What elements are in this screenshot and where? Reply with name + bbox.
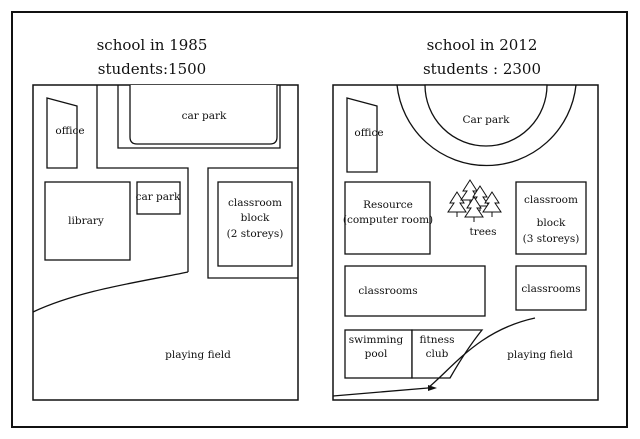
right-car-park (424, 84, 548, 147)
right-map-students: students : 2300 (423, 60, 541, 78)
left-road-line-2 (117, 85, 281, 149)
right-trees (447, 179, 502, 222)
left-classroom-block (217, 181, 293, 267)
right-classrooms-right-label: classrooms (521, 283, 580, 295)
left-classroom-block-line-3: (2 storeys) (227, 228, 284, 240)
left-road-line-3 (207, 167, 298, 279)
left-car-park-top (129, 85, 278, 145)
right-car-park-outer-arc (396, 84, 577, 167)
left-car-park-top-label: car park (182, 110, 227, 122)
right-resource-line-2: (computer room) (343, 214, 433, 226)
right-arrowhead (428, 385, 437, 391)
right-fitness-club-line-1: fitness (420, 334, 455, 346)
left-office (46, 97, 78, 169)
right-curve-line (427, 317, 536, 389)
right-classroom-block (515, 181, 587, 255)
right-classrooms-right (515, 265, 587, 311)
left-office-label: office (55, 125, 84, 137)
left-road-line-1 (96, 85, 189, 272)
right-trees-label: trees (469, 226, 496, 238)
tree-icon (447, 191, 467, 217)
left-playing-field-label: playing field (165, 349, 231, 361)
left-classroom-block-line-2: block (241, 212, 270, 224)
right-bottom-line (332, 387, 429, 397)
right-swimming-pool-line-2: pool (365, 348, 388, 360)
right-classroom-block-line-1: classroom (524, 194, 578, 206)
outer-frame (11, 11, 628, 428)
tree-icon (482, 191, 502, 217)
right-fitness-club-line-2: club (426, 348, 449, 360)
right-classrooms-left-label: classrooms (358, 285, 417, 297)
left-car-park-small (136, 181, 181, 215)
right-office (346, 97, 378, 173)
left-library-label: library (68, 215, 104, 227)
left-curve-line (32, 271, 189, 313)
left-map-students: students:1500 (98, 60, 206, 78)
right-classroom-block-line-2: block (537, 217, 566, 229)
tree-icon (464, 196, 484, 222)
left-map-title: school in 1985 (97, 36, 208, 54)
left-classroom-block-line-1: classroom (228, 197, 282, 209)
right-car-park-label: Car park (462, 114, 510, 126)
left-car-park-small-label: car park (136, 191, 181, 203)
right-map-title: school in 2012 (427, 36, 538, 54)
right-playing-field-label: playing field (507, 349, 573, 361)
right-swimming-pool-line-1: swimming (349, 334, 404, 346)
right-resource-line-1: Resource (363, 199, 413, 211)
left-library (44, 181, 131, 261)
right-classroom-block-line-3: (3 storeys) (523, 233, 580, 245)
right-resource (344, 181, 431, 255)
right-office-label: office (354, 127, 383, 139)
right-classrooms-left (344, 265, 486, 317)
